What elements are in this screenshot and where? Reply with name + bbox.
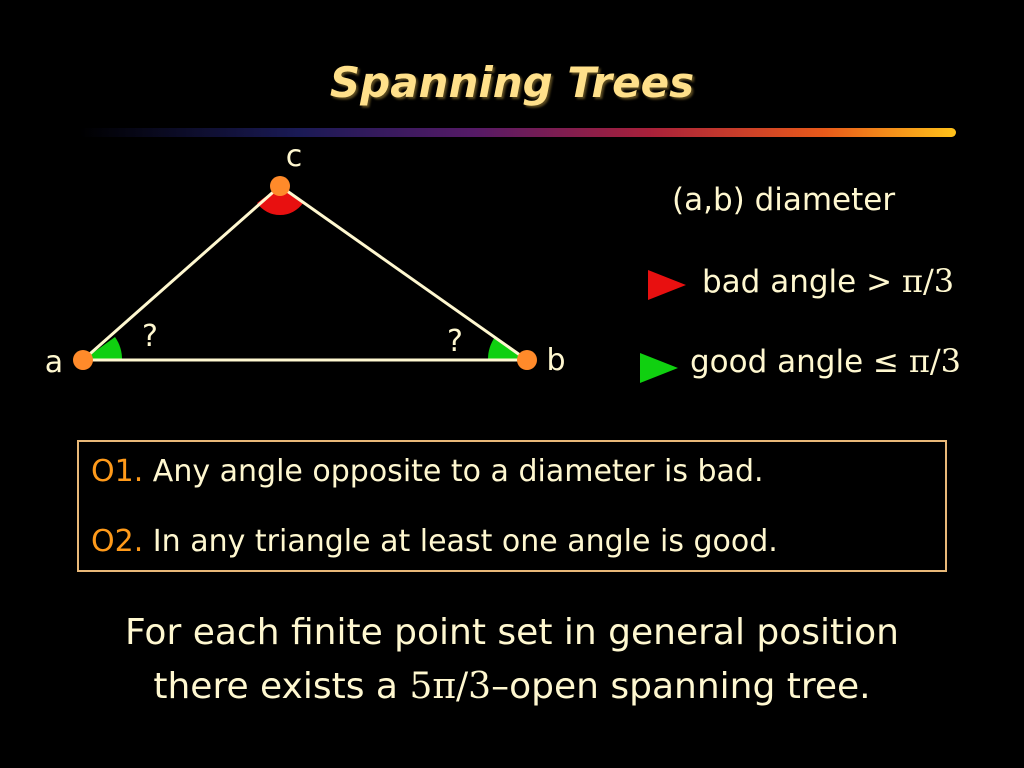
edge-bc <box>279 184 528 362</box>
vertex-b <box>517 350 537 370</box>
vertex-label-c: c <box>286 139 303 174</box>
bad-angle-legend: bad angle > π/3 <box>702 262 954 300</box>
conclusion-math: 5π/3 <box>409 666 492 707</box>
observations-box: O1. Any angle opposite to a diameter is … <box>77 440 947 572</box>
edge-ac <box>82 184 281 362</box>
title-divider <box>80 128 956 137</box>
angle-b-question: ? <box>447 324 463 359</box>
bad-angle-label: bad angle <box>702 264 857 300</box>
vertex-label-b: b <box>546 343 565 378</box>
observation-2: O2. In any triangle at least one angle i… <box>91 524 778 559</box>
good-angle-value: π/3 <box>908 342 962 380</box>
good-angle-legend: good angle ≤ π/3 <box>690 342 961 380</box>
vertex-c <box>270 176 290 196</box>
angle-a-question: ? <box>142 319 158 354</box>
angle-c-bad-marker <box>257 186 303 216</box>
slide-title: Spanning Trees <box>329 58 695 107</box>
observation-2-text: In any triangle at least one angle is go… <box>152 524 778 559</box>
green-triangle-icon <box>640 353 678 383</box>
diameter-label: (a,b) diameter <box>672 182 896 218</box>
observation-1-tag: O1. <box>91 454 144 489</box>
bad-angle-value: π/3 <box>901 262 955 300</box>
angle-a-good-marker <box>83 337 123 360</box>
conclusion-line-2-post: –open spanning tree. <box>491 666 871 707</box>
good-angle-label: good angle <box>690 344 864 380</box>
observation-1-text: Any angle opposite to a diameter is bad. <box>152 454 764 489</box>
vertex-label-a: a <box>45 345 63 380</box>
conclusion-line-2: there exists a 5π/3–open spanning tree. <box>0 666 1024 707</box>
observation-1: O1. Any angle opposite to a diameter is … <box>91 454 764 489</box>
observation-2-tag: O2. <box>91 524 144 559</box>
conclusion-line-1: For each finite point set in general pos… <box>125 612 899 653</box>
bad-angle-symbol: > <box>866 264 893 300</box>
vertex-a <box>73 350 93 370</box>
conclusion-line-2-pre: there exists a <box>153 666 398 707</box>
red-triangle-icon <box>648 270 686 300</box>
good-angle-symbol: ≤ <box>873 344 899 380</box>
